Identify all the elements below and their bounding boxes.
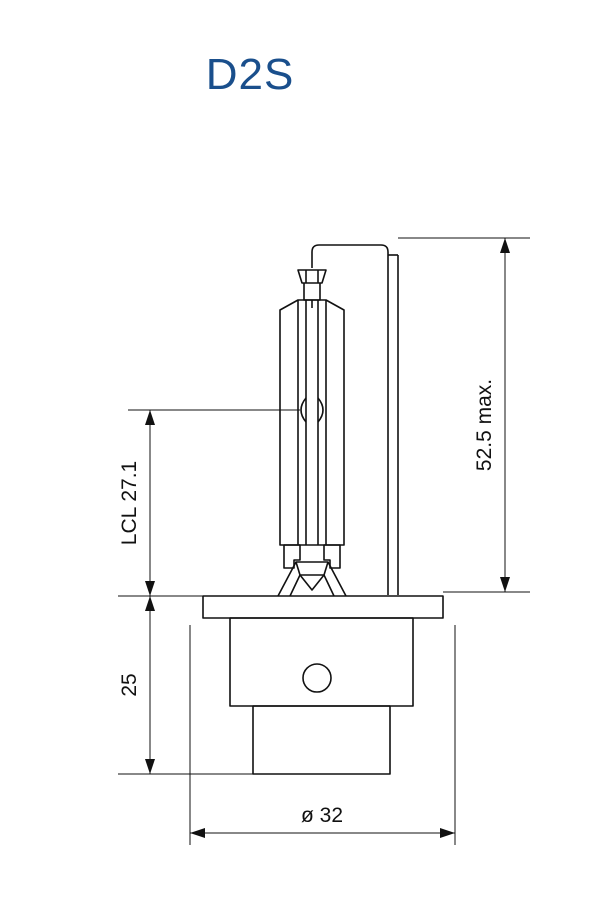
bulb-type-title: D2S [205,50,295,99]
diameter-label: ø 32 [301,804,343,827]
burner-clamp [277,544,347,597]
burner-tip [297,269,327,308]
max-height-label: 52.5 max. [473,379,496,471]
base-socket-hole [302,663,332,693]
base-height-label: 25 [118,673,141,696]
burner-tube [279,299,345,546]
base-body [229,617,414,707]
return-wire [311,244,389,595]
base-connector [252,705,391,775]
base-flange [202,595,444,619]
lcl-label: LCL 27.1 [118,461,141,545]
